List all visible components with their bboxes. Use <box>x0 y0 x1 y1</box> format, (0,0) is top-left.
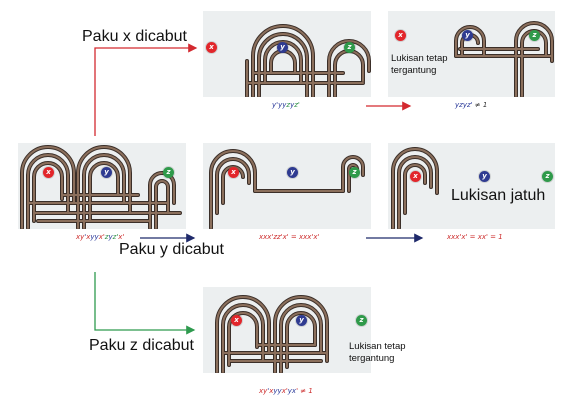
still-hanging-label: Lukisan tetap tergantung <box>349 341 406 365</box>
label-line-1: Lukisan tetap <box>391 53 448 64</box>
equation-segment: z <box>294 101 298 109</box>
arrow-z-removed <box>94 272 196 335</box>
equation-segment: yzyz' <box>455 101 473 109</box>
label-line-2: tergantung <box>391 65 437 76</box>
equation-segment: z <box>112 233 117 241</box>
nail-z: z <box>542 171 553 182</box>
panel-x-removed: x y z <box>203 11 371 97</box>
panel-original: x y z <box>18 143 186 229</box>
rope-drawing-original <box>20 145 182 229</box>
equation-segment: ' <box>267 387 270 395</box>
equation-segment: y <box>272 101 277 109</box>
nail-z: z <box>344 42 355 53</box>
equation-segment: x <box>86 233 91 241</box>
equation-segment: x <box>98 233 103 241</box>
equation-x-result: yzyz' ≠ 1 <box>455 101 487 109</box>
equation-original: xy'xyyx'zyz'x' <box>76 233 124 241</box>
equation-segment: y <box>108 233 113 241</box>
remove-z-label: Paku z dicabut <box>89 337 194 354</box>
nail-y: y <box>277 42 288 53</box>
nail-z: z <box>163 167 174 178</box>
equation-segment: ' ≠ 1 <box>296 387 313 395</box>
equation-segment: yx <box>287 387 297 395</box>
equation-segment: z <box>104 233 109 241</box>
falls-label: Lukisan jatuh <box>451 187 546 204</box>
equation-segment: yy <box>273 387 282 395</box>
nail-y: y <box>296 315 307 326</box>
nail-x: x <box>231 315 242 326</box>
remove-y-label: Paku y dicabut <box>119 241 224 258</box>
equation-y-removed: xxx'zz'x' = xxx'x' <box>259 233 319 241</box>
nail-x: x <box>206 42 217 53</box>
equation-x-removed: y'yyzyz' <box>272 101 300 109</box>
equation-segment: x <box>269 387 274 395</box>
equation-segment: xxx'x' = xx' = 1 <box>447 233 503 241</box>
equation-segment: ' <box>276 101 279 109</box>
equation-segment: yy <box>278 101 287 109</box>
nail-z: z <box>529 30 540 41</box>
arrow-x-removed <box>94 43 198 136</box>
equation-segment: y <box>290 101 295 109</box>
equation-segment: ≠ 1 <box>472 101 488 109</box>
label-line-1: Lukisan tetap <box>349 341 406 352</box>
equation-segment: xy <box>76 233 85 241</box>
nail-z: z <box>349 167 360 178</box>
nail-y: y <box>462 30 473 41</box>
equation-segment: ' <box>285 387 288 395</box>
nail-x: x <box>410 171 421 182</box>
equation-segment: x <box>118 233 123 241</box>
nail-x: x <box>395 30 406 41</box>
panel-z-removed: x y z Lukisan tetap tergantung <box>203 287 406 373</box>
remove-x-label: Paku x dicabut <box>82 28 187 45</box>
rope-drawing-x-removed <box>245 24 371 97</box>
equation-segment: ' <box>84 233 87 241</box>
equation-z-removed: xy'xyyx'yx' ≠ 1 <box>259 387 313 395</box>
equation-segment: xxx'zz'x' = xxx'x' <box>259 233 320 241</box>
rope-drawing-y-result <box>391 147 439 229</box>
panel-x-removed-result: x y z Lukisan tetap tergantung <box>388 11 555 97</box>
nail-z: z <box>356 315 367 326</box>
equation-y-result: xxx'x' = xx' = 1 <box>447 233 503 241</box>
nail-y: y <box>101 167 112 178</box>
rope-drawing-z-removed <box>215 295 329 373</box>
still-hanging-label: Lukisan tetap tergantung <box>391 53 448 77</box>
label-line-2: tergantung <box>349 353 395 364</box>
nail-y: y <box>479 171 490 182</box>
equation-segment: yy <box>90 233 99 241</box>
panel-y-removed-result: x y z Lukisan jatuh <box>388 143 555 229</box>
nail-x: x <box>43 167 54 178</box>
equation-segment: z <box>286 101 291 109</box>
panel-y-removed: x y z <box>203 143 371 229</box>
nail-x: x <box>228 167 239 178</box>
equation-segment: ' <box>102 233 105 241</box>
equation-segment: ' <box>297 101 300 109</box>
equation-segment: ' <box>116 233 119 241</box>
equation-segment: x <box>281 387 286 395</box>
equation-segment: xy <box>259 387 268 395</box>
equation-segment: ' <box>122 233 125 241</box>
nail-y: y <box>287 167 298 178</box>
